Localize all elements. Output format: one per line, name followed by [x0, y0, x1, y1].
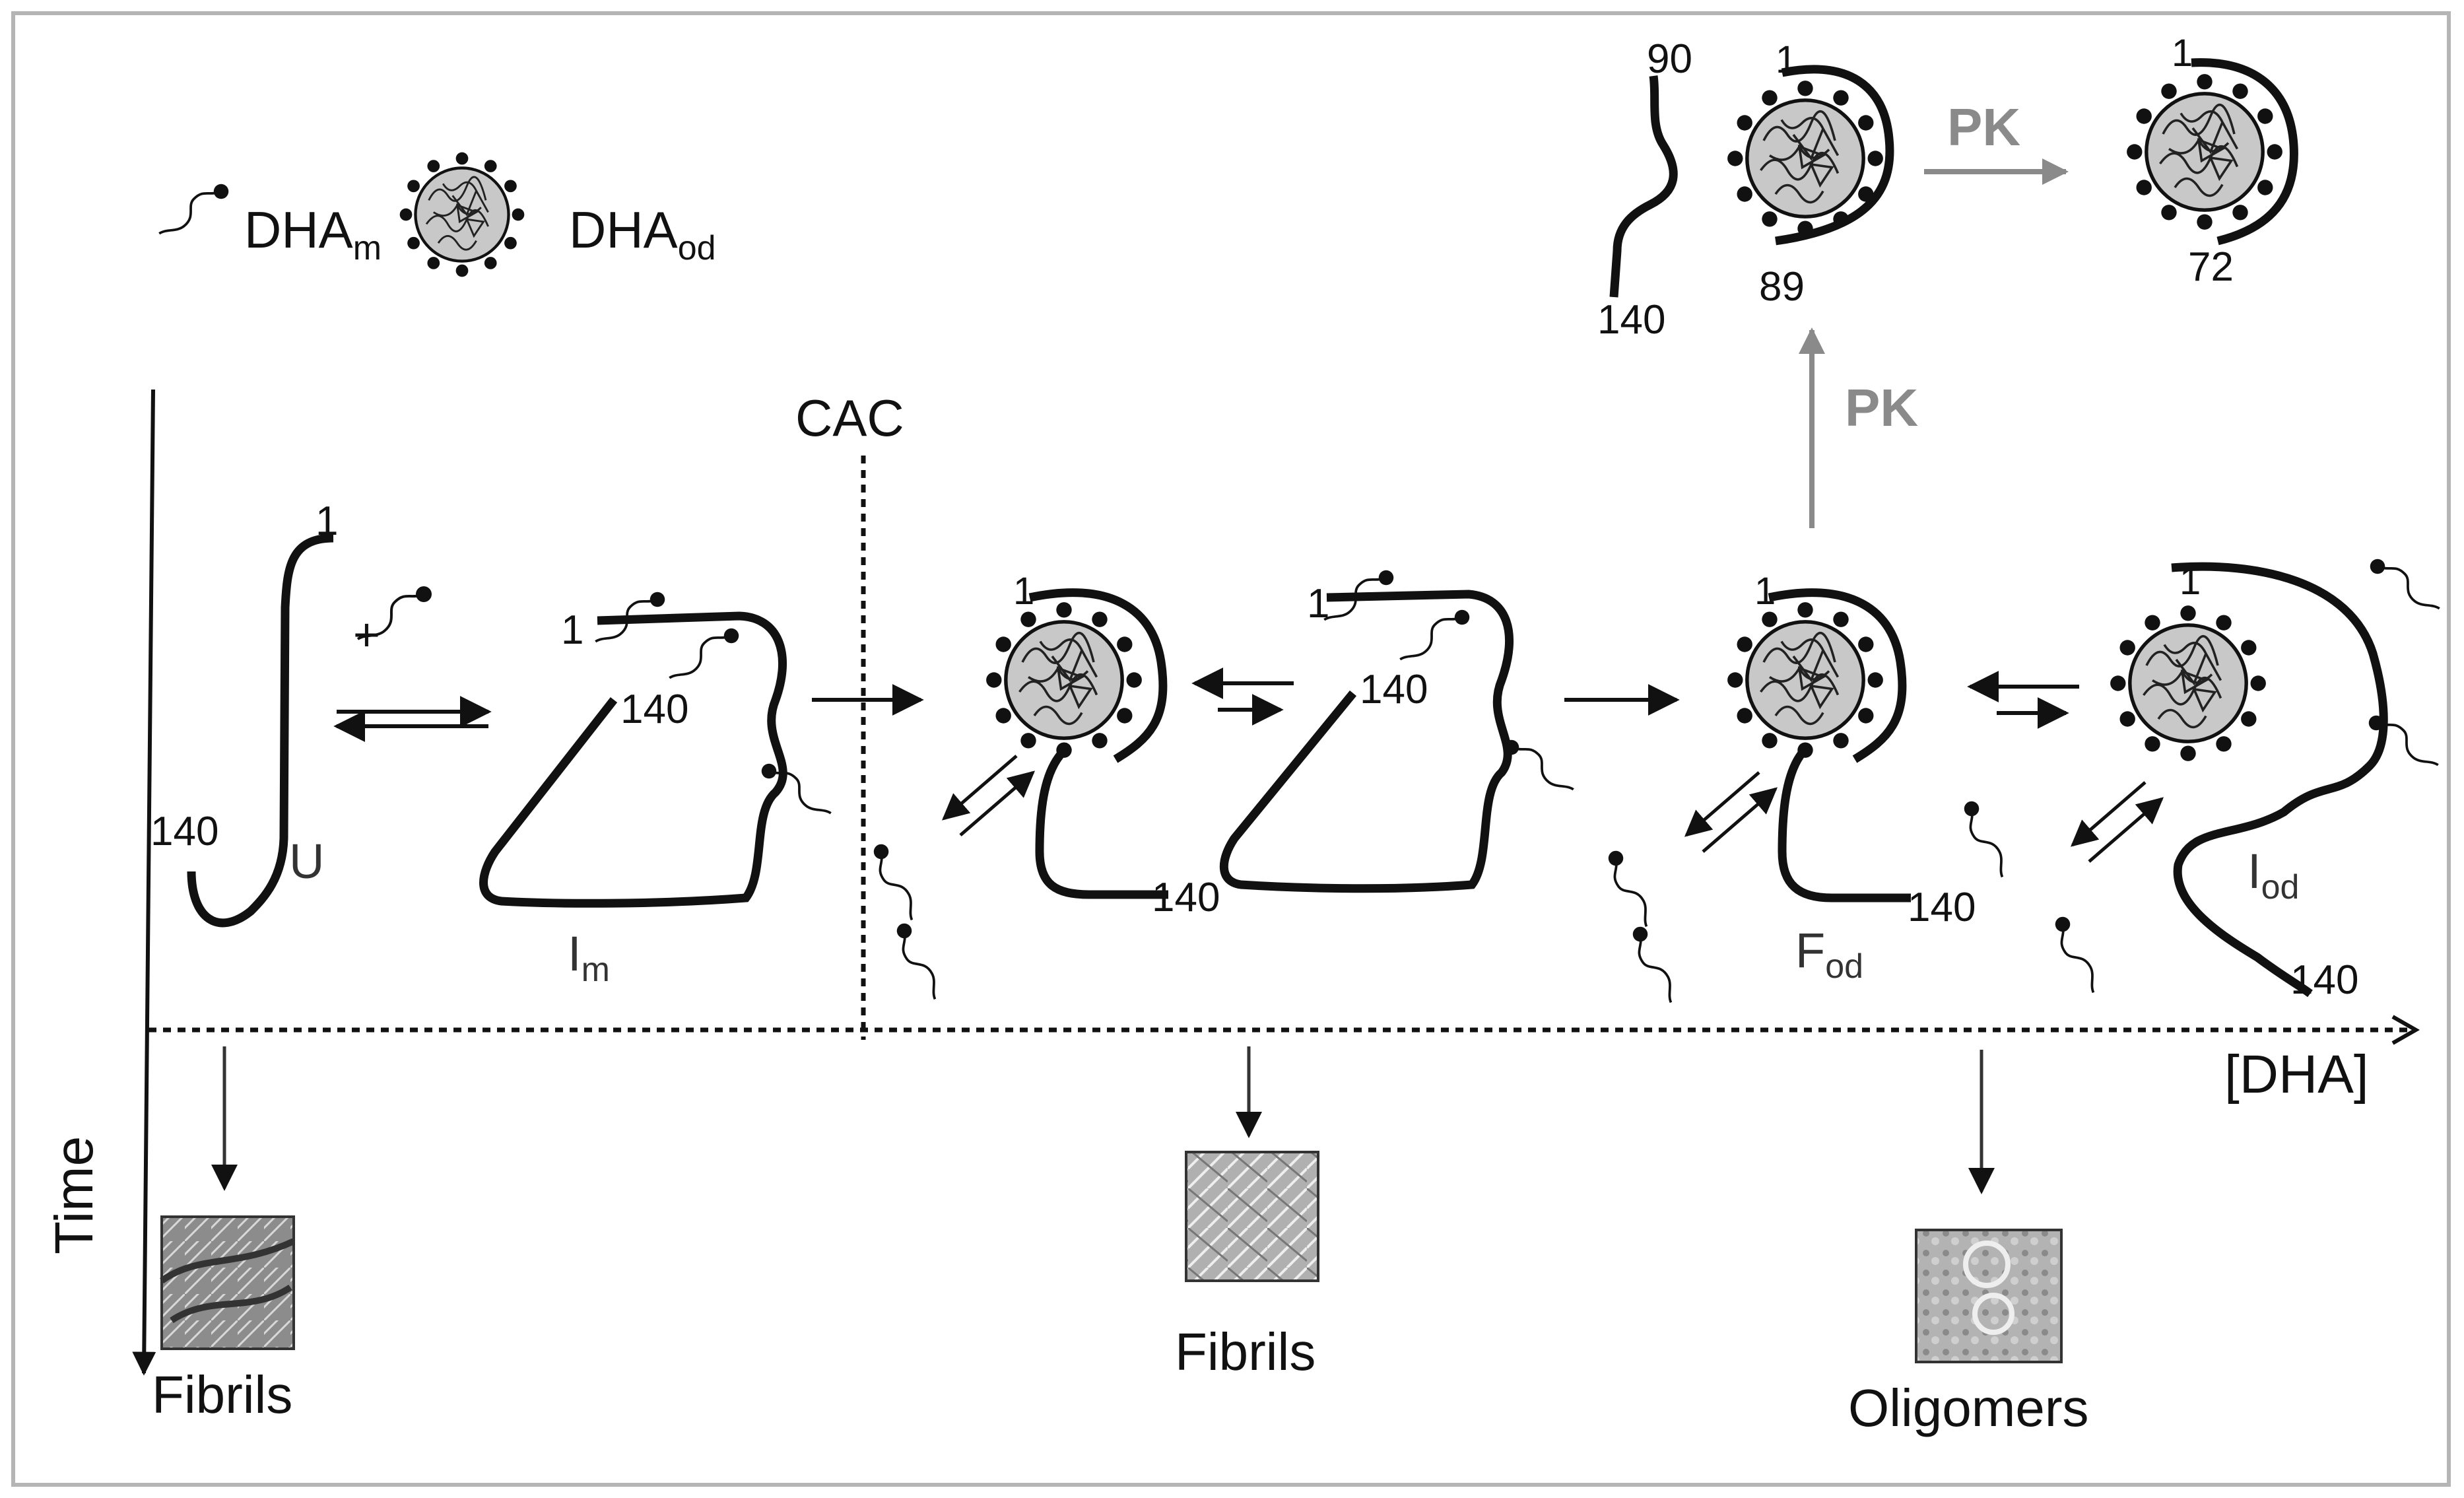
cac-label: CAC: [795, 389, 904, 447]
pk-vertical-label: PK: [1845, 378, 1918, 437]
state-im: 1 140 Im: [479, 590, 832, 989]
pk-digestion: PK PK 90 140 1 89 1 72: [1597, 32, 2298, 528]
legend-dha-monomer-label: DHAm: [244, 201, 382, 267]
residue-72-label: 72: [2188, 244, 2234, 290]
residue-140-label: 140: [150, 809, 218, 854]
state-iod-label: Iod: [2248, 844, 2299, 906]
residue-89-label: 89: [1759, 264, 1805, 310]
fibril-micrograph-1: [160, 1215, 295, 1350]
legend: DHAm DHAod: [158, 153, 716, 277]
residue-1-label: 1: [2172, 32, 2193, 75]
state-im-label: Im: [568, 926, 610, 989]
micelle-equilibrium-1: [1191, 667, 1294, 726]
exchange-arrow: [2070, 781, 2147, 847]
residue-140-label: 140: [2290, 957, 2358, 1003]
exchange-arrow: [941, 755, 1018, 821]
outcome-high-dha: Oligomers: [1848, 1050, 2089, 1437]
state-fod: 1 140 Fod: [1596, 570, 1976, 1004]
state-iod: 1 140 Iod: [1952, 557, 2441, 1003]
residue-1-label: 1: [316, 498, 338, 544]
outcome-oligomers-label: Oligomers: [1848, 1379, 2089, 1437]
residue-140-label: 140: [1597, 297, 1665, 343]
state-fod-label: Fod: [1795, 923, 1863, 986]
state-unfolded: 1 140 U: [150, 498, 338, 928]
dha-axis-label: [DHA]: [2224, 1044, 2369, 1105]
micelle-equilibrium-2: [1967, 671, 2079, 729]
outcome-mid-dha: Fibrils: [1175, 1046, 1319, 1381]
pk-horizontal-label: PK: [1947, 98, 2020, 156]
residue-1-label: 1: [1776, 38, 1797, 81]
residue-1-label: 1: [561, 607, 583, 653]
exchange-arrow: [2088, 797, 2164, 863]
residue-140-label: 140: [1908, 885, 1976, 930]
fragment-90-140: [1609, 75, 1678, 298]
residue-1-label: 1: [1307, 581, 1329, 627]
residue-1-label: 1: [1013, 570, 1034, 613]
legend-dha-oligomer-label: DHAod: [569, 201, 716, 267]
outcome-fibrils-low-label: Fibrils: [152, 1365, 292, 1424]
residue-90-label: 90: [1647, 36, 1692, 82]
state-micelle-bound-left: 1 140: [861, 570, 1220, 1001]
fibril-micrograph-2: [1185, 1151, 1319, 1282]
exchange-arrow: [1702, 787, 1778, 853]
dha-axis: [DHA]: [149, 1015, 2420, 1105]
residue-140-label: 140: [1360, 667, 1428, 712]
time-axis: Time: [44, 389, 156, 1376]
exchange-arrow: [1684, 771, 1760, 837]
cac-marker: CAC: [795, 389, 904, 1040]
exchange-arrow: [959, 770, 1036, 836]
monomer-binding-step: +: [333, 586, 492, 742]
residue-140-label: 140: [1152, 875, 1220, 920]
state-u-label: U: [289, 834, 324, 889]
outcome-low-dha: Fibrils: [152, 1046, 296, 1424]
residue-1-label: 1: [2180, 560, 2201, 603]
residue-1-label: 1: [1754, 570, 1776, 613]
outcome-fibrils-mid-label: Fibrils: [1175, 1322, 1315, 1381]
time-axis-label: Time: [44, 1136, 104, 1254]
state-monomer-bound-high: 1 140: [1219, 568, 1575, 893]
residue-140-label: 140: [620, 687, 688, 732]
